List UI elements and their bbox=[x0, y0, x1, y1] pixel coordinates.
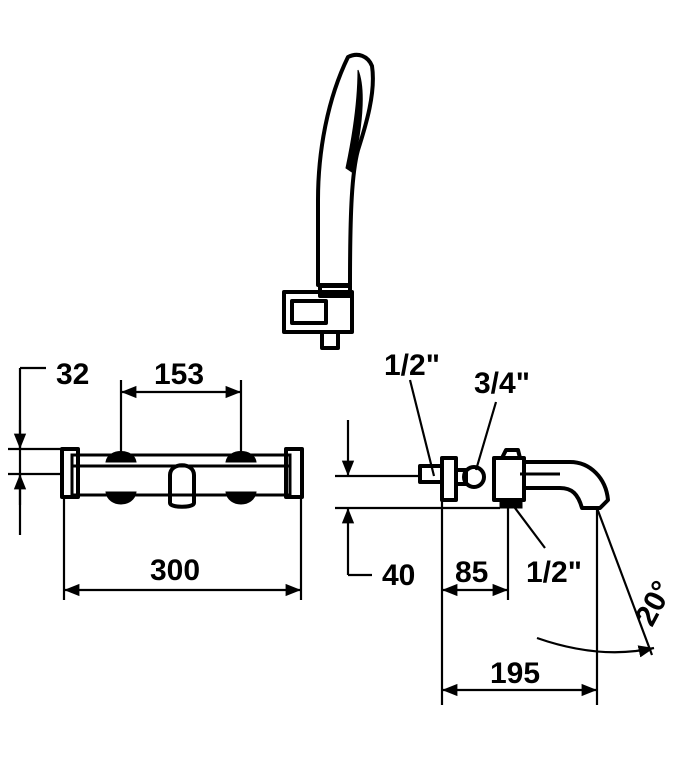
dimension-labels: 32 153 300 40 85 195 1/2" 3/4" 1/2" 20° bbox=[56, 349, 679, 690]
label-40: 40 bbox=[382, 559, 415, 592]
label-thread-bottom: 1/2" bbox=[526, 556, 582, 589]
label-thread-top-right: 3/4" bbox=[474, 367, 530, 400]
label-85: 85 bbox=[455, 556, 488, 589]
label-thread-top-left: 1/2" bbox=[384, 349, 440, 382]
label-angle: 20° bbox=[629, 576, 679, 632]
side-dimensions bbox=[335, 379, 655, 705]
mixer-side-view bbox=[418, 448, 610, 510]
mixer-front-view bbox=[60, 447, 304, 509]
label-153: 153 bbox=[154, 358, 204, 391]
wall-holder bbox=[282, 290, 354, 350]
hand-shower bbox=[316, 52, 375, 298]
label-32: 32 bbox=[56, 358, 89, 391]
label-300: 300 bbox=[150, 554, 200, 587]
front-dimensions bbox=[8, 366, 303, 600]
label-195: 195 bbox=[490, 657, 540, 690]
